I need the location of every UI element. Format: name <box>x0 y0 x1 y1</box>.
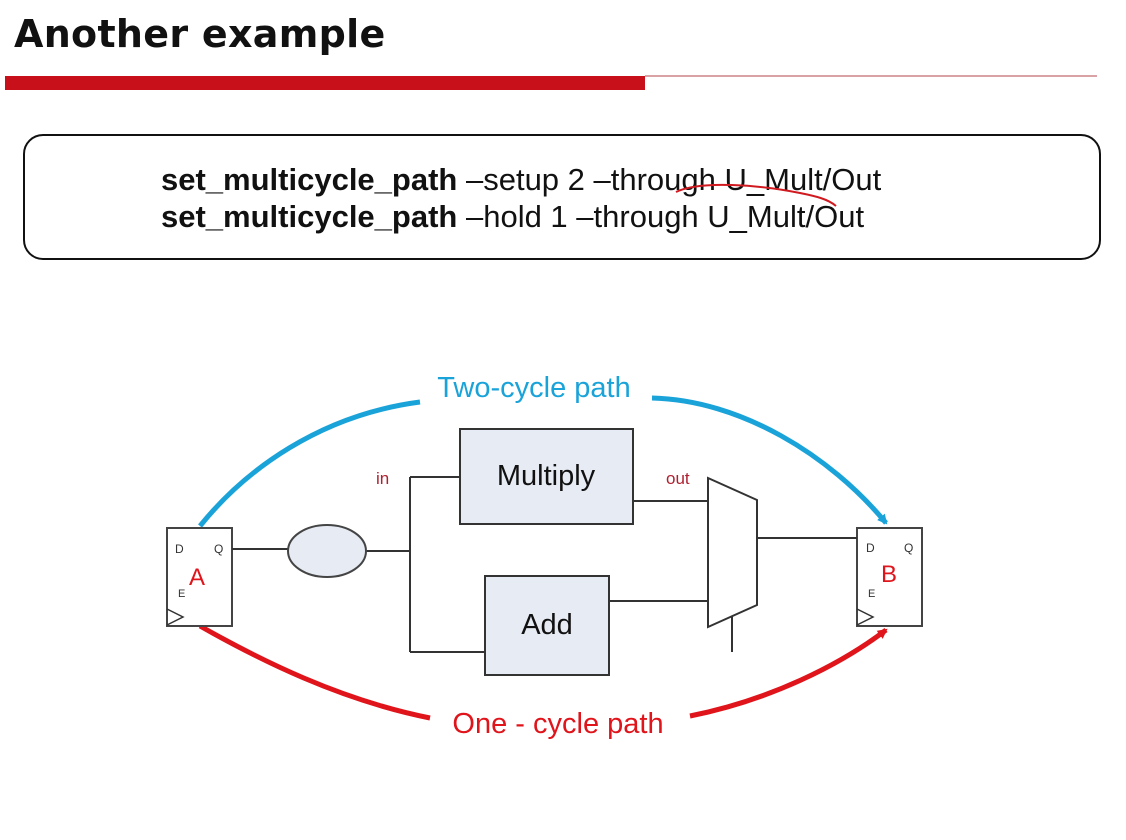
multiply-block <box>459 428 634 525</box>
register-a-pin-e: E <box>178 588 185 600</box>
register-a: D Q A E <box>166 527 233 627</box>
register-b-pin-q: Q <box>904 541 913 555</box>
register-a-clock-icon <box>166 608 185 626</box>
two-cycle-path-arrow <box>198 395 886 526</box>
title-underline-thick <box>5 76 645 90</box>
add-label: Add <box>521 609 573 641</box>
logic-cloud <box>287 524 367 578</box>
multiply-label: Multiply <box>497 460 596 492</box>
command-box: set_multicycle_path –setup 2 –through U_… <box>23 134 1101 260</box>
command-keyword: set_multicycle_path <box>161 199 458 234</box>
two-cycle-path-label: Two-cycle path <box>437 372 630 404</box>
register-a-label: A <box>189 564 205 591</box>
title-underline-thin <box>645 75 1097 77</box>
command-line-setup: set_multicycle_path –setup 2 –through U_… <box>161 162 881 198</box>
one-cycle-path-label: One - cycle path <box>452 708 663 740</box>
multiplexer <box>707 476 758 629</box>
one-cycle-path-arrow <box>198 626 886 721</box>
register-b-clock-icon <box>856 608 875 626</box>
register-a-pin-q: Q <box>214 542 223 556</box>
add-block <box>484 575 610 676</box>
command-args: –hold 1 –through U_Mult/Out <box>457 199 865 234</box>
command-keyword: set_multicycle_path <box>161 162 458 197</box>
in-label: in <box>376 469 389 488</box>
wires <box>232 476 857 653</box>
register-b-pin-d: D <box>866 541 875 555</box>
register-b: D Q B E <box>856 527 923 627</box>
command-line-hold: set_multicycle_path –hold 1 –through U_M… <box>161 199 864 235</box>
slide-title: Another example <box>14 12 386 56</box>
command-args: –setup 2 –through U_Mult/Out <box>457 162 882 197</box>
register-b-pin-e: E <box>868 588 875 600</box>
out-label: out <box>666 469 690 488</box>
handwritten-underline <box>675 183 837 207</box>
register-a-pin-d: D <box>175 542 184 556</box>
register-b-label: B <box>881 561 897 588</box>
